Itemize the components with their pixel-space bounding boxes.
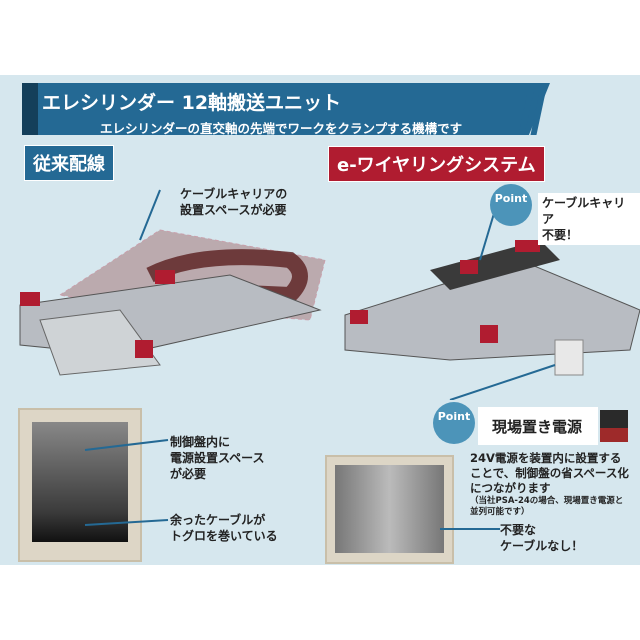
page-subtitle: エレシリンダーの直交軸の先端でワークをクランプする機構です — [100, 121, 463, 136]
control-panel-photo-e-wiring — [325, 455, 454, 564]
power-supply-icon — [600, 410, 628, 442]
e-wiring-label: e-ワイヤリングシステム — [328, 146, 545, 182]
callout-line — [440, 528, 500, 530]
panel-space-note: 制御盤内に電源設置スペースが必要 — [170, 435, 265, 481]
excess-cable-note: 余ったケーブルがトグロを巻いている — [170, 513, 278, 543]
field-power-title: 現場置き電源 — [492, 418, 583, 436]
conventional-machine-illustration — [19, 189, 326, 376]
e-wiring-machine-illustration — [344, 209, 640, 400]
point-badge: Point — [433, 402, 475, 444]
control-panel-photo-conventional — [18, 408, 142, 562]
callout-lines — [84, 439, 169, 526]
power-title-box — [478, 407, 598, 445]
page-title: エレシリンダー 12軸搬送ユニット — [42, 92, 342, 114]
point-badge: Point — [490, 184, 532, 226]
conventional-label: 従来配線 — [24, 145, 114, 181]
carrier-unneeded-note: ケーブルキャリア不要！ — [538, 193, 640, 245]
carrier-note: ケーブルキャリアの設置スペースが必要 — [180, 187, 288, 217]
title-banner — [22, 83, 550, 135]
power-description: 24V電源を装置内に設置することで、制御盤の省スペース化につながります （当社P… — [470, 451, 629, 517]
no-cable-note: 不要なケーブルなし！ — [500, 523, 584, 553]
